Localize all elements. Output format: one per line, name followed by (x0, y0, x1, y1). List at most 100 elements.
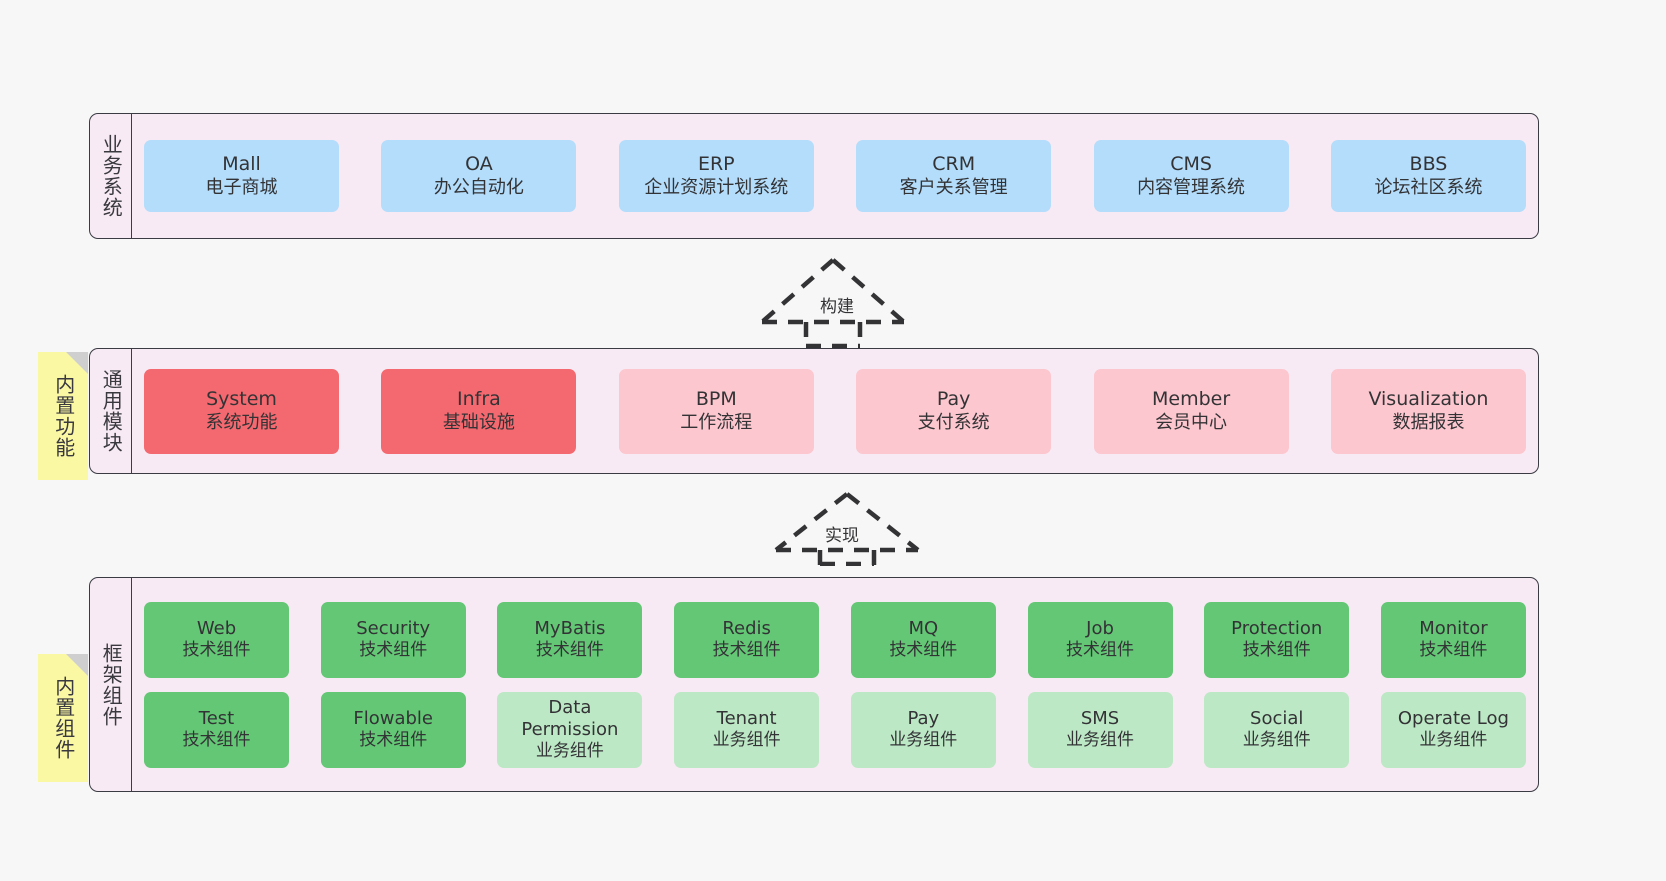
node-subtitle: 技术组件 (359, 730, 428, 751)
node-operate-log[interactable]: Operate Log 业务组件 (1380, 691, 1526, 768)
node-subtitle: 业务组件 (1242, 730, 1311, 751)
node-subtitle: 技术组件 (712, 640, 781, 661)
node-title: Social (1250, 707, 1304, 729)
node-pay-component[interactable]: Pay 业务组件 (850, 691, 996, 768)
node-title: Pay (907, 707, 940, 729)
layer-body-business-system: Mall 电子商城 OA 办公自动化 ERP 企业资源计划系统 CRM 客户关系… (132, 114, 1538, 238)
node-subtitle: 业务组件 (712, 730, 781, 751)
node-title: Web (196, 617, 237, 639)
node-oa[interactable]: OA 办公自动化 (381, 140, 577, 212)
layer-label-framework-component-text: 框架组件 (99, 642, 124, 727)
node-subtitle: 业务组件 (1419, 730, 1488, 751)
layer-label-business-system: 业务系统 (90, 114, 132, 238)
node-title: OA (465, 153, 493, 176)
node-title: Flowable (353, 707, 434, 729)
node-title: MQ (908, 617, 939, 639)
node-title: ERP (697, 153, 735, 176)
node-subtitle: 技术组件 (359, 640, 428, 661)
node-title: Visualization (1368, 388, 1489, 411)
node-title: BBS (1409, 153, 1448, 176)
node-system[interactable]: System 系统功能 (144, 368, 339, 454)
node-flowable[interactable]: Flowable 技术组件 (320, 691, 466, 768)
node-title: CRM (932, 153, 976, 176)
node-web[interactable]: Web 技术组件 (144, 601, 289, 678)
node-title: Data Permission (521, 696, 619, 740)
note-builtin-function: 内置功能 (38, 352, 88, 480)
node-mall[interactable]: Mall 电子商城 (144, 140, 339, 212)
node-infra[interactable]: Infra 基础设施 (381, 368, 577, 454)
node-subtitle: 工作流程 (680, 411, 753, 433)
node-monitor[interactable]: Monitor 技术组件 (1380, 601, 1526, 678)
node-subtitle: 支付系统 (917, 411, 990, 433)
node-sms[interactable]: SMS 业务组件 (1027, 691, 1173, 768)
node-erp[interactable]: ERP 企业资源计划系统 (618, 140, 814, 212)
node-title: Pay (936, 388, 971, 411)
layer-framework-component: 框架组件 Web 技术组件 Security 技术组件 MyBatis 技术组件… (89, 577, 1539, 792)
node-security[interactable]: Security 技术组件 (320, 601, 466, 678)
connector-implement-arrow (774, 492, 920, 566)
node-data-permission[interactable]: Data Permission 业务组件 (497, 691, 643, 768)
node-title: System (206, 388, 277, 411)
node-title: SMS (1080, 707, 1120, 729)
node-job[interactable]: Job 技术组件 (1027, 601, 1173, 678)
node-subtitle: 内容管理系统 (1137, 176, 1246, 198)
node-subtitle: 论坛社区系统 (1374, 176, 1483, 198)
node-title: Security (356, 617, 431, 639)
node-bbs[interactable]: BBS 论坛社区系统 (1330, 140, 1526, 212)
node-title: Operate Log (1397, 707, 1509, 729)
layer-common-module: 通用模块 System 系统功能 Infra 基础设施 BPM 工作流程 Pay (89, 348, 1539, 474)
note-fold-corner-icon (66, 654, 88, 676)
node-subtitle: 技术组件 (535, 640, 604, 661)
node-title: Mall (222, 153, 261, 176)
node-subtitle: 会员中心 (1155, 411, 1228, 433)
node-redis[interactable]: Redis 技术组件 (674, 601, 820, 678)
layer-label-framework-component: 框架组件 (90, 578, 132, 791)
node-pay[interactable]: Pay 支付系统 (856, 368, 1052, 454)
node-subtitle: 客户关系管理 (899, 176, 1008, 198)
node-tenant[interactable]: Tenant 业务组件 (674, 691, 820, 768)
node-subtitle: 业务组件 (535, 741, 604, 762)
node-subtitle: 办公自动化 (433, 176, 524, 198)
note-builtin-component-text: 内置组件 (51, 676, 76, 760)
layer-body-framework-component: Web 技术组件 Security 技术组件 MyBatis 技术组件 Redi… (132, 578, 1538, 791)
connector-build-label: 构建 (818, 292, 856, 317)
node-row: System 系统功能 Infra 基础设施 BPM 工作流程 Pay 支付系统… (144, 368, 1526, 454)
node-subtitle: 企业资源计划系统 (644, 176, 789, 198)
note-builtin-component: 内置组件 (38, 654, 88, 782)
layer-label-common-module: 通用模块 (90, 349, 132, 473)
node-subtitle: 电子商城 (205, 176, 278, 198)
node-title: MyBatis (534, 617, 606, 639)
note-fold-corner-icon (66, 352, 88, 374)
node-title: Test (198, 707, 235, 729)
node-title: Monitor (1419, 617, 1488, 639)
node-title: BPM (695, 388, 737, 411)
node-protection[interactable]: Protection 技术组件 (1204, 601, 1350, 678)
node-subtitle: 业务组件 (889, 730, 958, 751)
layer-label-common-module-text: 通用模块 (99, 369, 124, 453)
node-crm[interactable]: CRM 客户关系管理 (856, 140, 1052, 212)
node-bpm[interactable]: BPM 工作流程 (618, 368, 814, 454)
node-cms[interactable]: CMS 内容管理系统 (1093, 140, 1289, 212)
node-row: Mall 电子商城 OA 办公自动化 ERP 企业资源计划系统 CRM 客户关系… (144, 140, 1526, 212)
node-subtitle: 技术组件 (182, 640, 251, 661)
node-member[interactable]: Member 会员中心 (1093, 368, 1289, 454)
layer-body-common-module: System 系统功能 Infra 基础设施 BPM 工作流程 Pay 支付系统… (132, 349, 1538, 473)
node-social[interactable]: Social 业务组件 (1204, 691, 1350, 768)
node-title: Member (1151, 388, 1231, 411)
node-subtitle: 技术组件 (1066, 640, 1135, 661)
node-subtitle: 数据报表 (1392, 411, 1465, 433)
connector-implement-label: 实现 (823, 521, 861, 546)
node-mybatis[interactable]: MyBatis 技术组件 (497, 601, 643, 678)
node-test[interactable]: Test 技术组件 (144, 691, 289, 768)
node-title: Job (1086, 617, 1114, 639)
layer-business-system: 业务系统 Mall 电子商城 OA 办公自动化 ERP 企业资源计划系统 CRM (89, 113, 1539, 239)
node-title: Infra (456, 388, 501, 411)
node-row: Web 技术组件 Security 技术组件 MyBatis 技术组件 Redi… (144, 601, 1526, 678)
node-subtitle: 系统功能 (205, 411, 278, 433)
node-visualization[interactable]: Visualization 数据报表 (1330, 368, 1526, 454)
node-title: Tenant (716, 707, 777, 729)
node-subtitle: 技术组件 (1242, 640, 1311, 661)
connector-build-arrow (760, 258, 906, 348)
node-mq[interactable]: MQ 技术组件 (850, 601, 996, 678)
